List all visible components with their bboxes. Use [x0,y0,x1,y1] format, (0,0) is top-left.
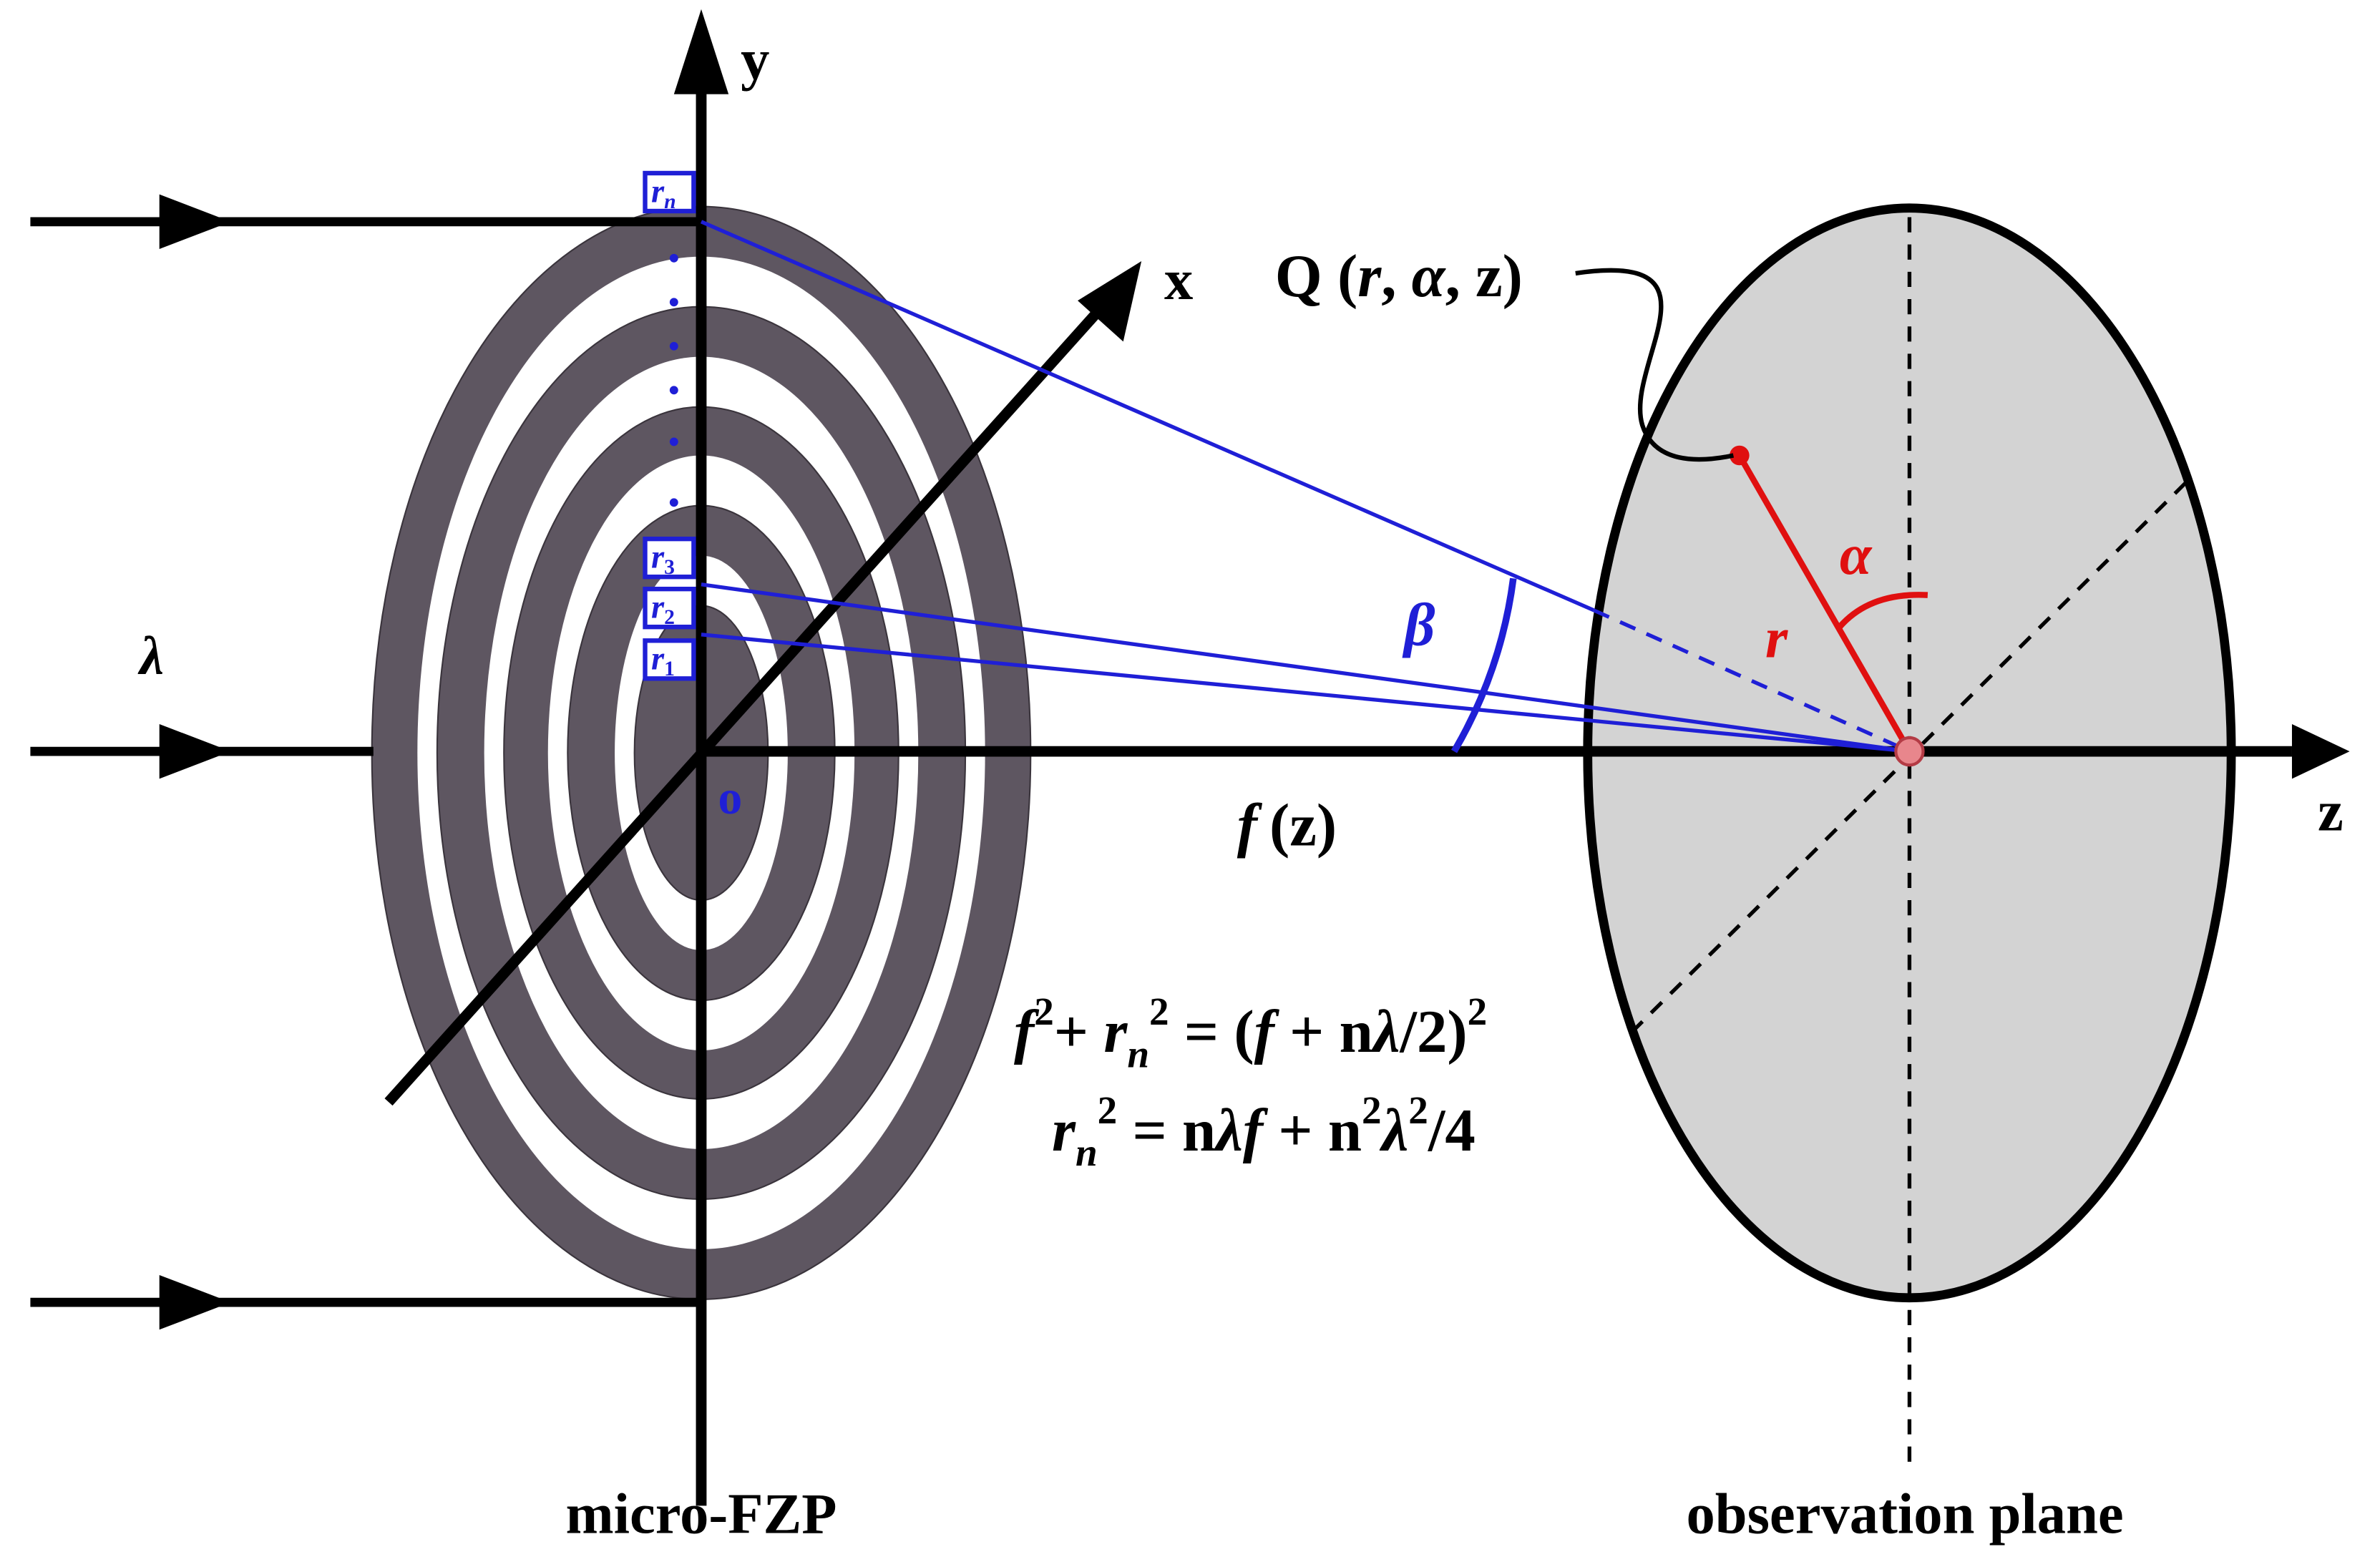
alpha-angle-arc [1837,592,1928,630]
label-r1: r1 [651,640,675,680]
zone-dots [669,253,678,507]
origin-label: o [718,771,742,824]
focal-length-label: f(z) [1237,792,1337,859]
label-rn: rn [651,172,676,213]
z-axis-label: z [2318,779,2344,843]
equation-pythagoras: f2+ rn2 = (f + nλ/2)2 [1014,990,1487,1075]
radius-label-boxes [643,170,696,681]
y-axis-label: y [741,28,769,92]
q-pointer-curve [1575,268,1735,462]
caption-micro-fzp: micro-FZP [565,1483,837,1546]
caption-observation-plane: observation plane [1686,1483,2123,1546]
diffracted-rays [700,220,1911,753]
incident-beams [30,194,701,1330]
focal-point [1894,736,1925,767]
x-axis-label: x [1164,248,1193,312]
x-axis [384,260,1142,1106]
label-r2: r2 [651,588,675,628]
label-r3: r3 [651,538,675,578]
point-q-vector [1730,445,1928,753]
y-axis [673,9,729,1506]
point-q-label: Q (r, α, z) [1275,243,1523,310]
alpha-label: α [1840,523,1873,587]
beta-label: β [1402,592,1435,659]
radius-r-label: r [1765,607,1788,670]
observation-plane [1583,203,2236,1473]
beta-angle-arc [1450,577,1517,753]
equation-zone-radius: rn2 = nλf + n2λ2/4 [1052,1088,1476,1174]
wavelength-label: λ [137,625,164,686]
z-axis [701,723,2350,779]
